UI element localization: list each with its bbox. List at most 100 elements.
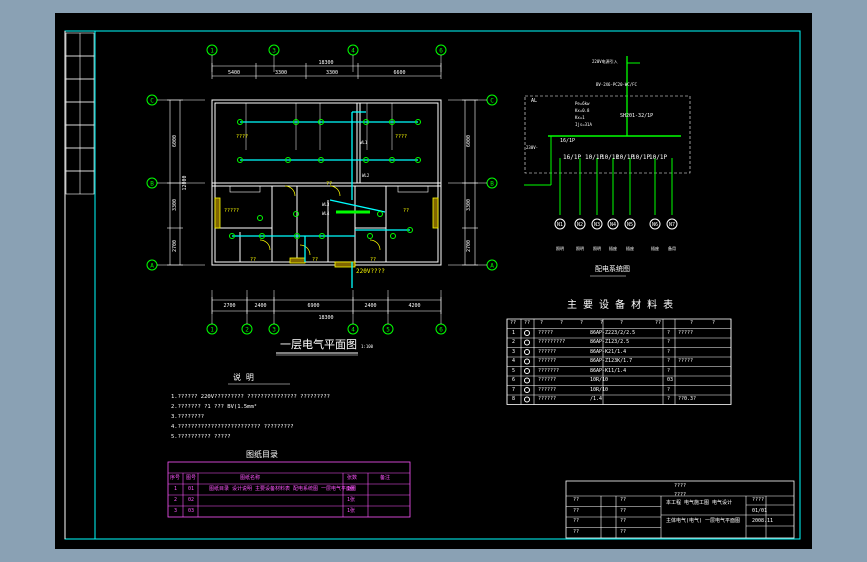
drawings-cell: 1张	[347, 486, 356, 492]
dim-text-top: 5400	[228, 70, 240, 76]
lamp-symbol	[293, 119, 299, 125]
circuit-use: 照明	[593, 246, 601, 251]
dim-text-bottom: 6900	[307, 303, 319, 309]
materials-header: ?	[540, 320, 544, 326]
room-label: ?????	[224, 208, 240, 214]
title-block-code: 01/01	[752, 507, 768, 514]
materials-header: ??	[655, 320, 662, 326]
dim-text-top: 6600	[393, 70, 405, 76]
materials-cell: ?	[667, 367, 671, 374]
dim-text-top: 3300	[326, 70, 338, 76]
dim-total-left: 12000	[182, 175, 188, 190]
dim-text-right: 2700	[466, 240, 472, 252]
materials-cell: ?	[667, 339, 671, 345]
drawings-cell: 1张	[347, 497, 356, 503]
system-param: Ijs=31A	[575, 122, 592, 127]
drawings-title: 图纸目录	[246, 450, 278, 459]
materials-header: ?	[600, 320, 604, 326]
material-symbol	[524, 330, 530, 336]
room-label: ??	[312, 257, 319, 263]
circuit-use: 照明	[556, 246, 564, 251]
drawings-cell: 02	[188, 497, 195, 503]
circuit-id: N7	[669, 222, 675, 228]
room-label: ??	[326, 181, 333, 187]
material-symbol	[524, 368, 530, 374]
door-swing	[369, 239, 381, 251]
material-symbol	[524, 358, 530, 365]
cabinet	[397, 185, 429, 193]
lamp-symbol	[367, 233, 373, 239]
side-note: 230V-	[526, 145, 539, 150]
materials-cell: 86AP-K11/1.4	[590, 367, 627, 374]
circuit-bubble	[574, 218, 586, 230]
circuit-use: 插座	[609, 246, 617, 251]
drawings-cell: 01	[188, 486, 195, 492]
axis-label-bottom: 5	[386, 327, 390, 334]
material-symbol	[524, 396, 530, 403]
title-block-text: ????	[674, 492, 687, 498]
axis-label-top: 1	[210, 48, 214, 55]
door-swing	[259, 239, 271, 251]
title-block-cell: ??	[620, 518, 627, 524]
material-symbol	[524, 339, 530, 346]
circuit-bubble	[624, 218, 636, 230]
room-label: ??	[250, 257, 257, 263]
materials-cell: 7	[512, 386, 516, 393]
system-box-label: AL	[531, 98, 538, 104]
dim-text-right: 3300	[466, 199, 472, 211]
materials-cell: 6	[512, 377, 516, 383]
system-incoming: 220V电源引入	[592, 59, 618, 64]
dim-text-bottom: 2700	[223, 303, 235, 309]
materials-title: 主 要 设 备 材 料 表	[567, 300, 674, 311]
drawings-cell: 1	[174, 486, 178, 492]
axis-label-bottom: 3	[272, 327, 276, 334]
dim-text-bottom: 2400	[254, 303, 266, 309]
circuit-bubble	[554, 218, 566, 230]
circuit-id: N3	[594, 222, 600, 228]
lamp-symbol	[415, 119, 421, 125]
axis-label-right: A	[490, 263, 494, 270]
branch-breaker: 16/1P	[563, 154, 582, 161]
materials-cell: ?????	[678, 329, 694, 336]
title-block	[565, 480, 795, 539]
wiring-tag: WL2	[362, 173, 370, 178]
inner-frame	[94, 30, 801, 540]
system-param: Kx=0.8	[575, 108, 590, 113]
circuit-bubble	[666, 218, 678, 230]
materials-cell: ??????	[538, 386, 557, 393]
distribution-box-outline	[524, 95, 691, 174]
materials-header: ??	[510, 320, 517, 326]
circuit-bubble	[607, 218, 619, 230]
axis-label-bottom: 2	[245, 327, 249, 334]
lamp-symbol	[285, 157, 291, 163]
notes-line: 5.?????????? ?????	[171, 434, 231, 440]
lamp-symbol	[237, 157, 243, 163]
materials-cell: 10R/10	[590, 377, 609, 383]
title-block-cell: ??	[573, 528, 580, 535]
axis-label-top: 6	[439, 48, 443, 55]
materials-cell: ?????	[678, 358, 694, 364]
title-block-cell: ??	[573, 497, 580, 503]
window-opening	[432, 197, 439, 229]
materials-cell: ?	[667, 329, 671, 336]
circuit-use: 插座	[651, 246, 659, 251]
branch-breaker: 10/1P	[632, 154, 651, 161]
drawings-header: 图纸名称	[240, 475, 261, 481]
lamp-symbol	[237, 119, 243, 125]
materials-cell: 2	[512, 339, 516, 345]
notes-line: 3.????????	[171, 414, 205, 420]
wiring-tag: WL1	[360, 140, 368, 145]
materials-header: ?	[620, 320, 624, 326]
materials-cell: ??????	[538, 348, 557, 355]
lamp-symbol	[294, 233, 300, 239]
circuit-id: N4	[610, 222, 616, 228]
materials-cell: 5	[512, 367, 516, 374]
lamp-symbol	[319, 233, 325, 239]
wiring-tag: WL4	[322, 211, 330, 216]
materials-cell: 86AP-K21/1.4	[590, 348, 627, 355]
branch-breaker: 10/1P	[585, 154, 604, 161]
axis-label-top: 3	[272, 48, 276, 55]
branch-breaker: 10/1P	[616, 154, 635, 161]
material-symbol	[524, 377, 530, 384]
title-block-code: 2008.11	[752, 518, 774, 524]
